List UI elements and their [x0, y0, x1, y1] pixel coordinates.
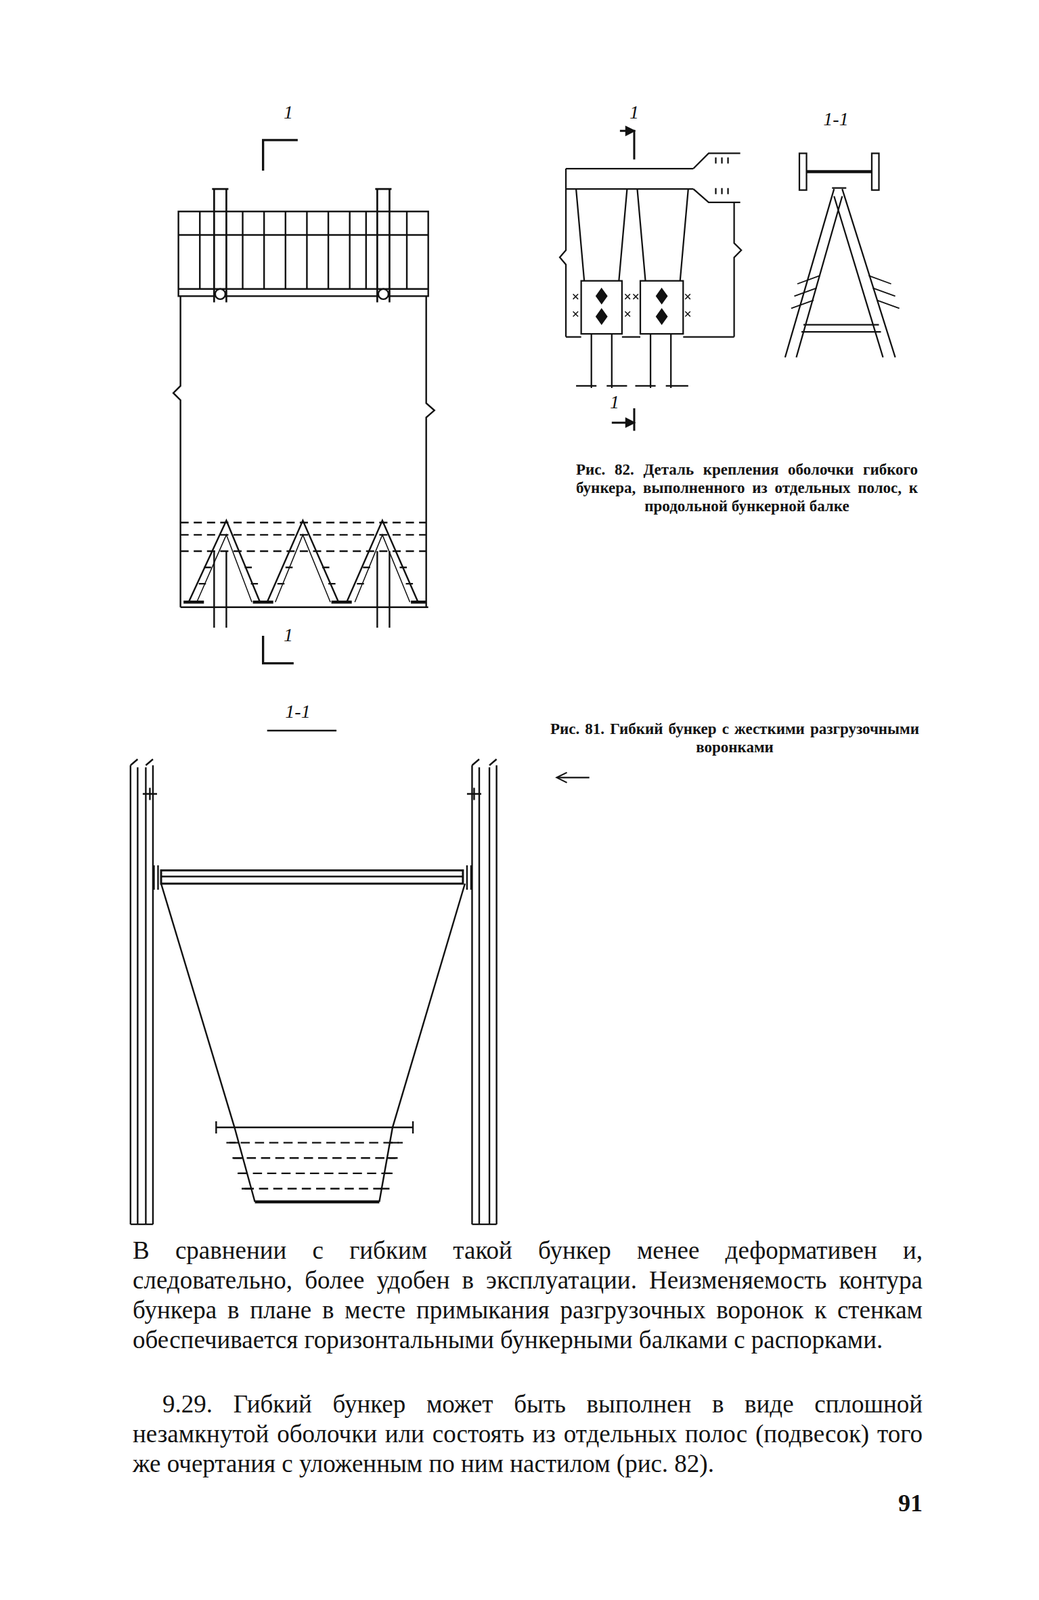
- section-mark: [263, 140, 298, 171]
- funnel: [188, 520, 419, 603]
- column-top: [130, 758, 497, 1224]
- weld-mark: [573, 293, 691, 317]
- body-paragraph: В сравнении с гибким такой бункер менее …: [132, 1235, 923, 1355]
- bracket: [142, 787, 482, 800]
- bunker-plan: [173, 140, 435, 664]
- column: [211, 188, 392, 302]
- page-number: 91: [854, 1489, 923, 1517]
- hinge: [378, 289, 389, 300]
- column: [130, 764, 497, 1224]
- strip: [576, 188, 689, 281]
- beam-flange: [799, 152, 807, 190]
- section-title: 1-1: [257, 700, 339, 723]
- bolt-mark: [791, 275, 900, 308]
- body-paragraph: 9.29. Гибкий бункер может быть выполнен …: [132, 1388, 923, 1479]
- strip-section: [785, 152, 900, 357]
- strip-detail: [559, 126, 742, 431]
- hinge: [215, 289, 226, 300]
- beam-flange: [871, 152, 880, 190]
- beam-flange: [565, 168, 694, 189]
- section-number: 1: [274, 624, 302, 646]
- cleat: [229, 1142, 399, 1189]
- strip-leg: [785, 188, 896, 358]
- arrow-head: [556, 772, 567, 783]
- shell: [161, 883, 466, 1127]
- arrow-head: [626, 418, 635, 427]
- hopper: [234, 1126, 392, 1202]
- section-number: 1: [274, 101, 302, 124]
- strip: [576, 333, 689, 388]
- bolt: [596, 289, 667, 324]
- bunker-section: [130, 730, 497, 1224]
- arrow-head: [626, 126, 635, 135]
- strut: [801, 324, 881, 333]
- hidden-line: [226, 1142, 403, 1189]
- section-number: 1: [620, 101, 648, 124]
- title-underline: [267, 729, 337, 732]
- bunker-beam: [153, 865, 471, 890]
- shell-outline: [173, 295, 435, 607]
- beam-end: [693, 152, 740, 202]
- pointer-arrow: [556, 772, 589, 783]
- beam-web: [806, 169, 872, 174]
- hopper-beam: [215, 1120, 413, 1134]
- figure-caption: Рис. 82. Деталь крепления оболочки гибко…: [576, 460, 918, 516]
- section-title: 1-1: [798, 108, 874, 130]
- grid-line: [199, 211, 407, 289]
- section-number: 1: [601, 391, 629, 413]
- hopper-outlet: [255, 1200, 380, 1204]
- arrow-shaft: [557, 776, 590, 778]
- bunker-top-grid: [178, 211, 429, 296]
- break-line: [559, 168, 742, 338]
- grid-line: [178, 234, 429, 290]
- figure-caption: Рис. 81. Гибкий бункер с жесткими разгру…: [550, 719, 920, 757]
- cleat: [199, 567, 413, 584]
- column: [213, 550, 390, 628]
